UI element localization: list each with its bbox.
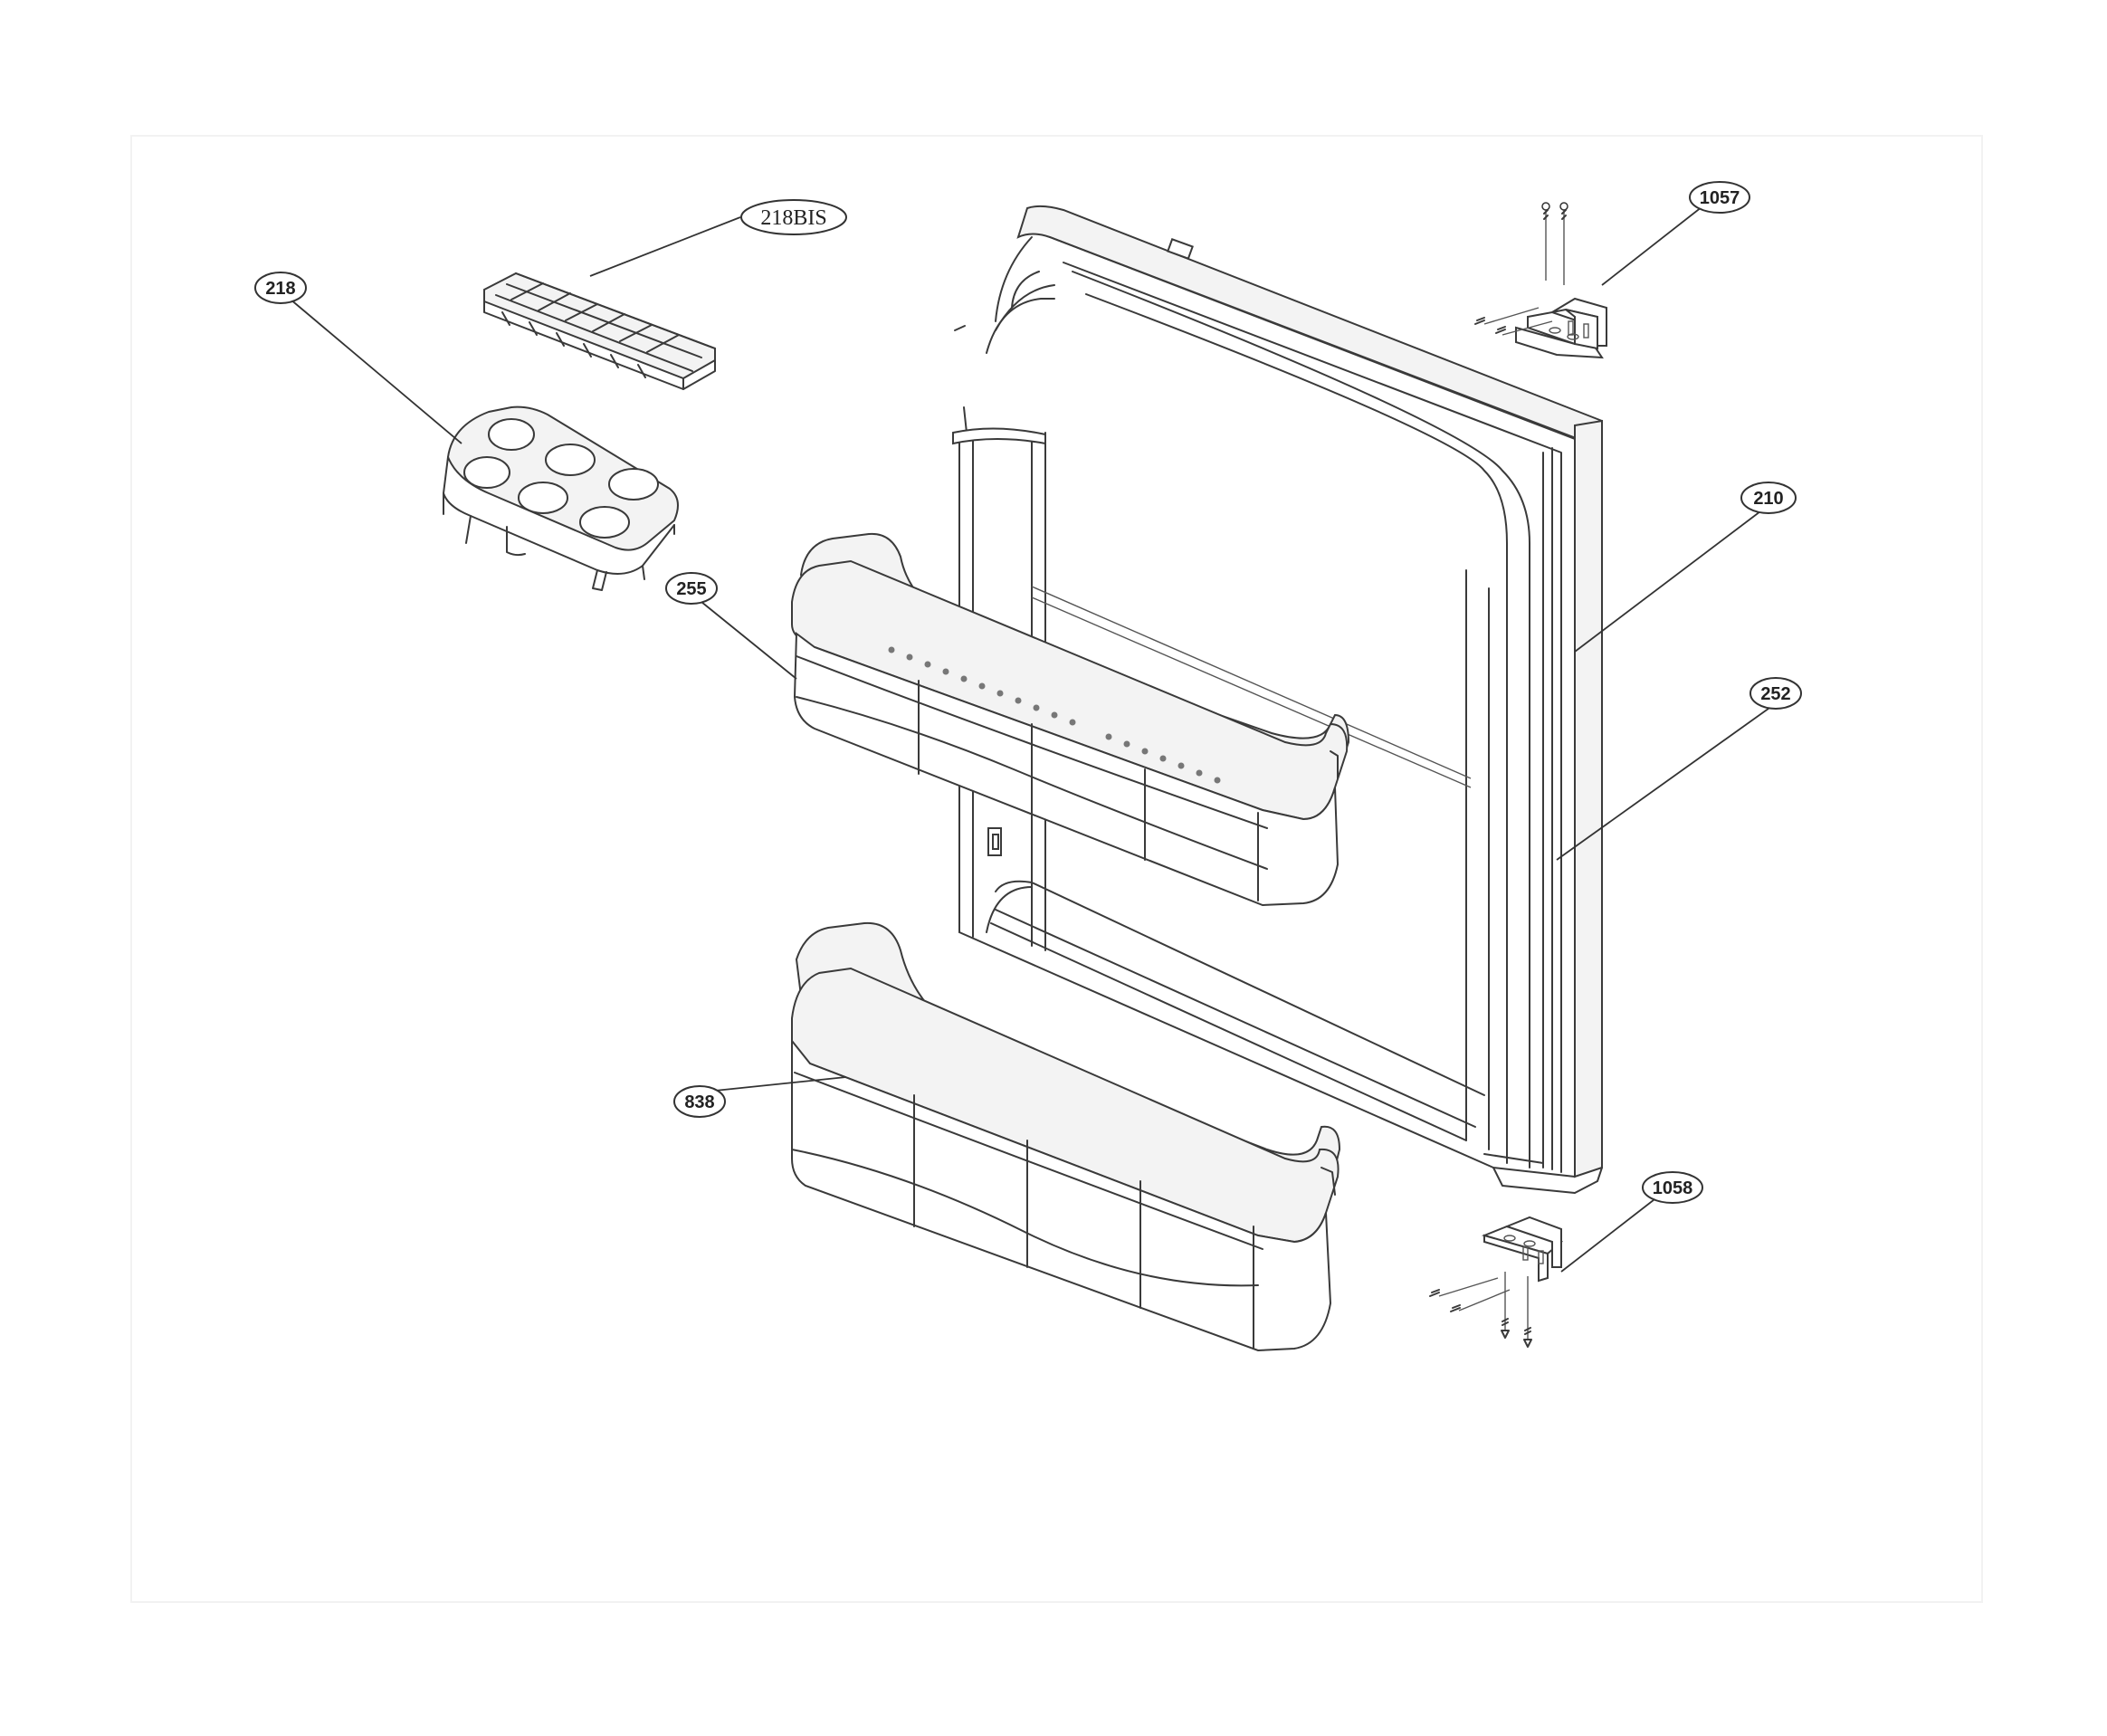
callout-1057: 1057 xyxy=(1689,181,1750,214)
callout-218: 218 xyxy=(254,272,307,304)
ice-tray-drawing xyxy=(483,272,716,390)
callout-210: 210 xyxy=(1740,482,1797,514)
egg-tray-drawing xyxy=(443,405,679,591)
callout-1058: 1058 xyxy=(1642,1171,1703,1204)
leader-1057 xyxy=(1601,203,1707,286)
callout-label: 1057 xyxy=(1700,188,1740,208)
scan-frame xyxy=(130,135,1983,1603)
lower-door-shelf-drawing xyxy=(791,921,1341,1352)
leader-218 xyxy=(289,298,462,444)
upper-door-shelf-drawing xyxy=(791,532,1350,907)
callout-838: 838 xyxy=(673,1085,726,1118)
leader-lines xyxy=(289,203,1773,1273)
callout-252: 252 xyxy=(1749,677,1802,710)
leader-255 xyxy=(701,601,797,680)
callout-218bis: 218BIS xyxy=(740,199,847,235)
bottom-hinge-drawing xyxy=(1429,1216,1564,1348)
leader-252 xyxy=(1556,705,1773,861)
leader-838 xyxy=(714,1076,847,1092)
shelf-holes xyxy=(888,646,1221,784)
leader-210 xyxy=(1574,510,1761,653)
top-hinge-drawing xyxy=(1474,202,1607,359)
leader-218bis xyxy=(589,216,741,277)
callout-label: 255 xyxy=(676,579,706,599)
door-frame-drawing xyxy=(952,205,1603,1194)
leader-1058 xyxy=(1560,1196,1659,1273)
callout-255: 255 xyxy=(665,572,718,605)
callout-label: 210 xyxy=(1753,489,1783,509)
callout-label: 218 xyxy=(265,279,295,299)
callout-label: 218BIS xyxy=(760,206,826,230)
callout-label: 1058 xyxy=(1653,1178,1693,1198)
callout-label: 252 xyxy=(1760,684,1790,704)
callout-label: 838 xyxy=(684,1092,714,1112)
